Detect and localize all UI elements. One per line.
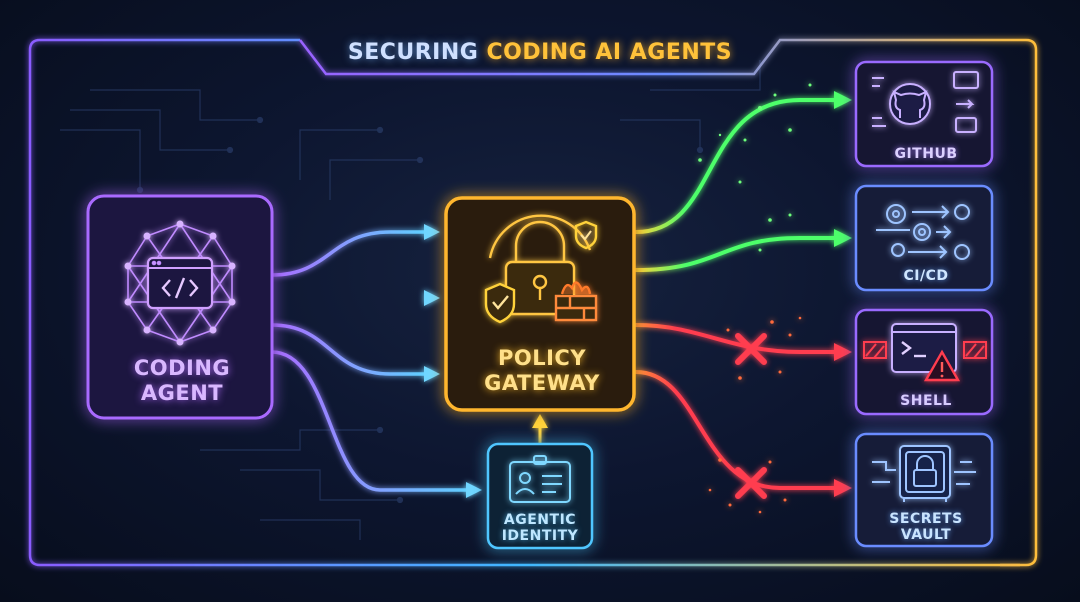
outer-frame xyxy=(28,38,1038,567)
terminal-warning-icon xyxy=(863,323,987,382)
shell-label: SHELL xyxy=(900,393,952,409)
code-window-network-icon xyxy=(124,220,236,346)
input-arrowheads xyxy=(424,224,482,498)
title-part-1: SECURING xyxy=(347,40,487,65)
diagram-title: SECURING CODING AI AGENTS xyxy=(300,38,780,68)
circuit-traces xyxy=(60,60,761,540)
policy-gateway-label: POLICY GATEWAY xyxy=(484,346,600,395)
red-sparks xyxy=(708,316,802,514)
allowed-arrows xyxy=(634,98,838,272)
blocked-x-mark xyxy=(735,333,767,365)
title-part-2: CODING AI AGENTS xyxy=(486,40,733,65)
blocked-arrowheads xyxy=(834,343,852,497)
cicd-label: CI/CD xyxy=(903,268,949,284)
blocked-x-mark xyxy=(735,467,767,499)
allowed-arrowheads xyxy=(834,91,852,247)
coding-agent-label: CODING AGENT xyxy=(133,356,231,405)
blocked-arrows xyxy=(634,323,838,490)
green-sparkles xyxy=(698,83,812,252)
cicd-box xyxy=(854,184,994,292)
identity-up-arrow xyxy=(532,414,548,444)
pipeline-gears-icon xyxy=(876,204,970,260)
github-label: GITHUB xyxy=(894,146,958,162)
agentic-identity-box xyxy=(486,442,594,550)
github-octocat-icon xyxy=(872,71,979,133)
secrets-vault-label: SECRETS VAULT xyxy=(889,511,963,543)
id-badge-icon xyxy=(509,455,571,503)
safe-lock-icon xyxy=(872,445,976,502)
agentic-identity-label: AGENTIC IDENTITY xyxy=(501,512,579,544)
padlock-shield-firewall-icon xyxy=(484,214,598,324)
input-arrows xyxy=(270,230,472,492)
